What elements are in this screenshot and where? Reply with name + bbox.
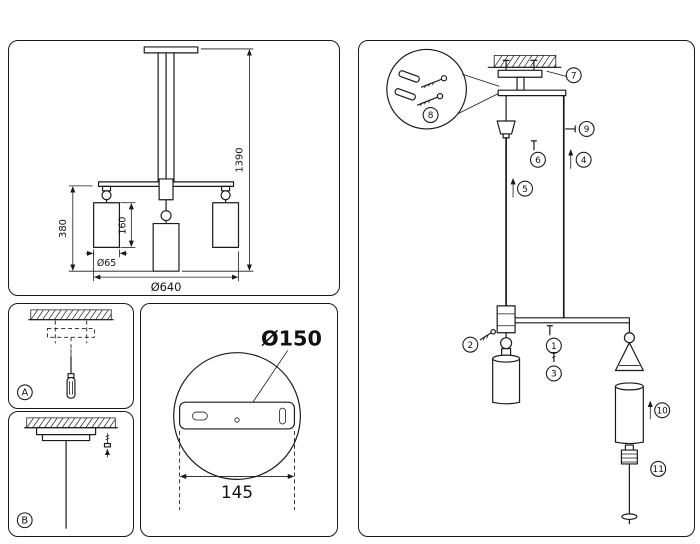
callout-4: 4	[575, 151, 592, 168]
right-lamp	[212, 185, 240, 248]
dim-65-label: Ø65	[97, 258, 116, 269]
right-lamp-exploded: 10 11	[614, 322, 671, 525]
svg-text:4: 4	[581, 156, 587, 166]
screw-icon	[103, 433, 111, 458]
ceiling-hatch	[28, 309, 114, 321]
canopy-dimension-drawing: Ø150 145	[173, 327, 322, 511]
ceiling-hatch	[24, 417, 118, 429]
drill-position-marks	[47, 320, 95, 353]
step-a-badge: A	[16, 384, 33, 401]
svg-text:1: 1	[551, 342, 557, 352]
canopy-circle	[173, 352, 301, 480]
svg-text:10: 10	[657, 406, 669, 416]
callout-6: 6	[529, 151, 546, 168]
callout-11: 11	[650, 460, 667, 477]
dim-640-label: Ø640	[151, 280, 182, 294]
wall-plug-icon	[394, 70, 420, 101]
panel-dimension-view: 1390 380 160 Ø65	[8, 40, 340, 296]
step-a-drawing: A	[16, 309, 114, 401]
panel-canopy-view: Ø150 145	[140, 303, 338, 537]
panel-assembly-view: 8 7	[358, 40, 695, 537]
callout-2: 2	[462, 336, 479, 353]
screw-icon	[417, 75, 448, 106]
step-b-drawing: B	[16, 417, 118, 529]
step-b-badge: B	[16, 512, 33, 529]
callout-1: 1	[545, 337, 562, 354]
svg-text:3: 3	[551, 370, 557, 380]
center-lamp	[152, 199, 180, 272]
dim-1390-label: 1390	[234, 147, 245, 172]
lower-arm-assembly: 1 2	[462, 305, 630, 405]
callout-10: 10	[654, 402, 671, 419]
dim-380-label: 380	[58, 219, 69, 238]
svg-text:6: 6	[535, 156, 541, 166]
callout-3: 3	[545, 365, 562, 382]
exploded-assembly-drawing: 8 7	[386, 48, 671, 525]
svg-text:8: 8	[428, 111, 434, 121]
suspension-rods	[157, 52, 175, 183]
dim-145-label: 145	[221, 482, 253, 502]
step-b-label: B	[21, 516, 28, 527]
left-lamp	[93, 185, 121, 248]
panel-step-a: A	[8, 303, 134, 409]
svg-text:2: 2	[467, 341, 473, 351]
dim-150-label: Ø150	[261, 327, 322, 351]
suspension-rods: 5 4 9	[505, 94, 595, 319]
dimension-total-width: Ø640	[93, 251, 239, 294]
ceiling-mount-plate	[143, 46, 199, 54]
dimension-shade-diameter: Ø65	[85, 249, 128, 269]
dim-160-label: 160	[117, 217, 128, 235]
ceiling-hatch	[487, 54, 562, 68]
svg-text:9: 9	[584, 125, 590, 135]
svg-text:7: 7	[571, 71, 577, 81]
screwdriver-icon	[66, 348, 76, 399]
mounting-bracket	[35, 427, 97, 442]
diameter-leader	[252, 350, 288, 403]
ceiling-bracket: 7	[497, 59, 582, 97]
dimension-hole-spacing: 145	[179, 430, 295, 511]
canopy-assembly: 6	[496, 95, 546, 168]
svg-text:5: 5	[522, 185, 528, 195]
dimension-pendant-height: 380	[58, 185, 154, 272]
svg-text:11: 11	[653, 465, 664, 475]
mounting-bracket-plate	[179, 401, 296, 430]
dimension-total-height: 1390	[181, 48, 254, 272]
callout-8: 8	[422, 107, 439, 124]
callout-9: 9	[578, 120, 595, 137]
callout-5: 5	[517, 180, 534, 197]
anchor-detail-magnifier: 8	[386, 48, 500, 130]
dimension-shade-height: 160	[117, 202, 136, 248]
pendant-lamp-dimension-drawing: 1390 380 160 Ø65	[58, 46, 254, 294]
step-a-label: A	[22, 388, 29, 399]
callout-7: 7	[565, 67, 582, 84]
cross-arm	[97, 178, 235, 201]
panel-step-b: B	[8, 411, 134, 537]
